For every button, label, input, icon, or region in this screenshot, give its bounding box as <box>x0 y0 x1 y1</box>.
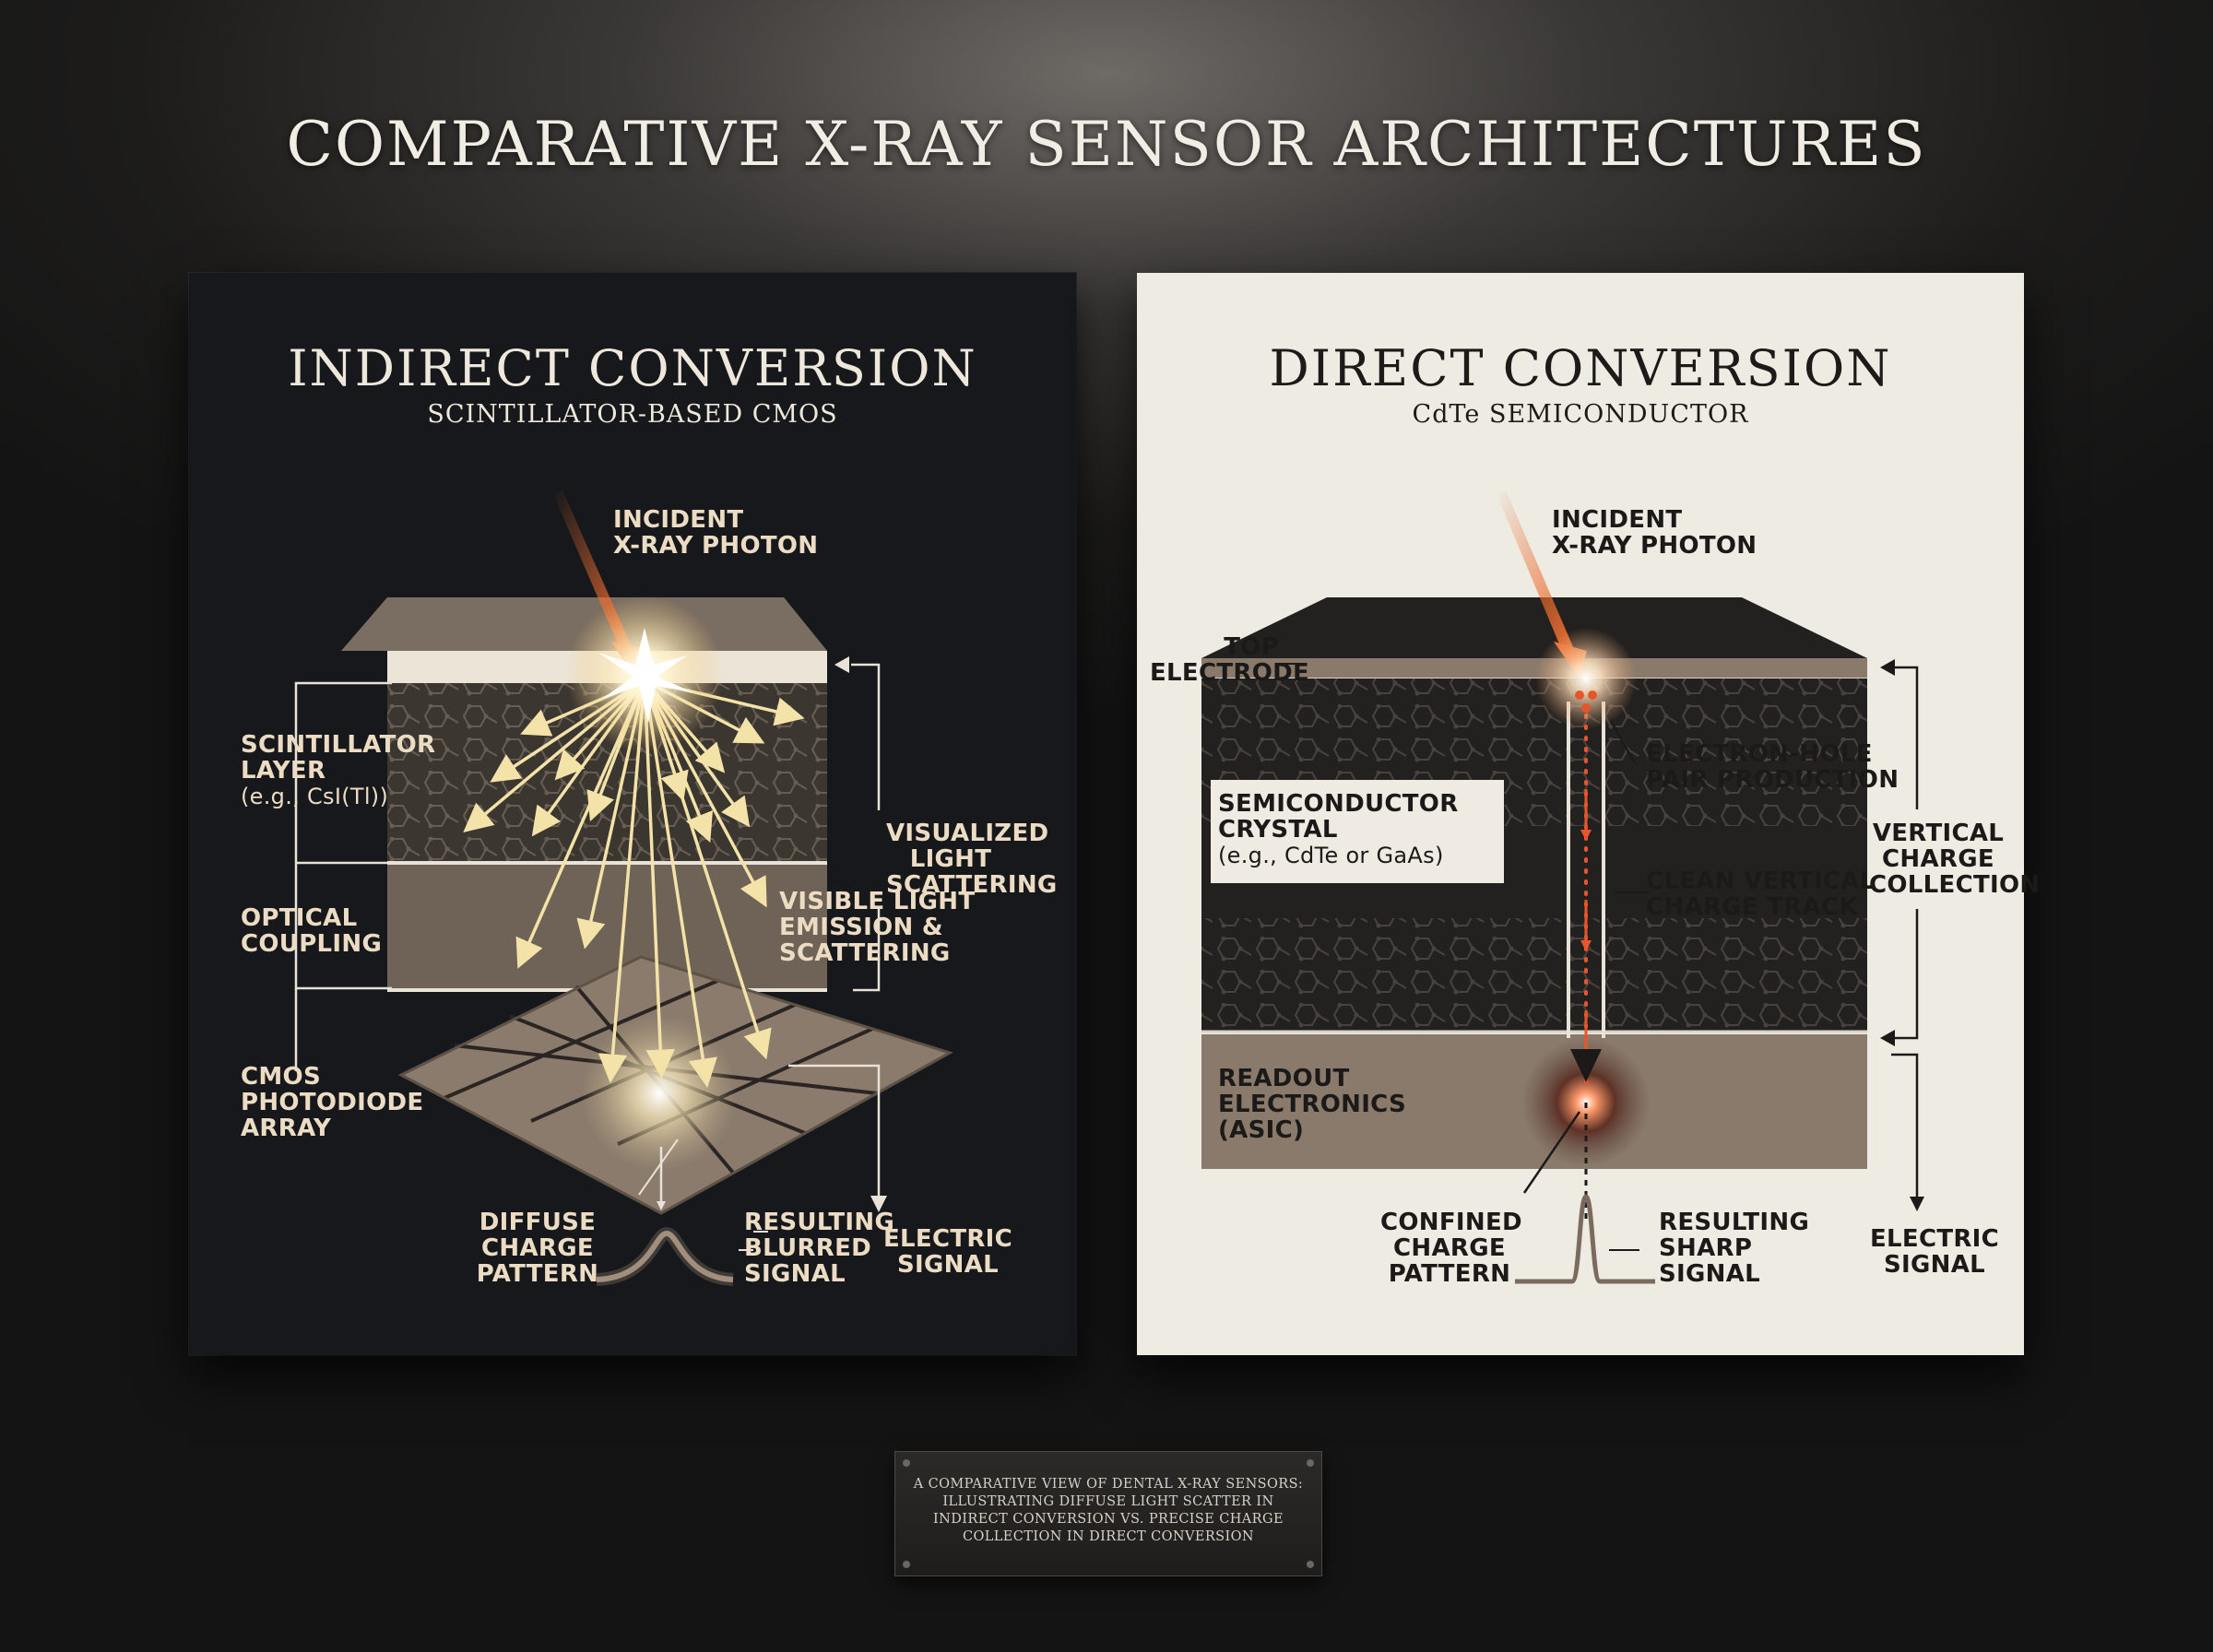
electrode-cap <box>1201 597 1867 658</box>
caption-plaque: A COMPARATIVE VIEW OF DENTAL X-RAY SENSO… <box>894 1451 1322 1576</box>
indirect-subtitle: SCINTILLATOR-BASED CMOS <box>427 400 838 429</box>
plaque-screw <box>1307 1561 1314 1568</box>
scattering-bracket <box>788 663 887 1212</box>
blurred-signal-curve <box>596 1230 734 1282</box>
plaque-screw <box>1307 1459 1314 1467</box>
optical-coupling-layer <box>387 865 827 988</box>
plaque-screw <box>903 1459 910 1467</box>
indirect-conversion-panel: INDIRECT CONVERSION SCINTILLATOR-BASED C… <box>189 273 1076 1355</box>
vertical-collection-bracket <box>1891 666 1924 1211</box>
crystal-label-box <box>1211 780 1504 883</box>
left-bracket <box>294 681 392 1071</box>
diffuse-pointer <box>638 1139 679 1196</box>
main-title: COMPARATIVE X-RAY SENSOR ARCHITECTURES <box>286 109 1927 180</box>
electron-hole-pointer <box>1609 720 1637 764</box>
top-electrode-layer <box>1201 658 1867 678</box>
photon-impact-flash <box>1535 628 1637 729</box>
incident-ray-direct <box>1497 490 1574 653</box>
direct-title: DIRECT CONVERSION <box>1269 339 1892 397</box>
direct-subtitle: CdTe SEMICONDUCTOR <box>1412 400 1749 429</box>
sharp-signal-curve <box>1515 1194 1655 1284</box>
indirect-title: INDIRECT CONVERSION <box>288 339 977 397</box>
caption-text: A COMPARATIVE VIEW OF DENTAL X-RAY SENSO… <box>913 1477 1304 1544</box>
plaque-screw <box>903 1561 910 1568</box>
direct-conversion-panel: DIRECT CONVERSION CdTe SEMICONDUCTOR INC… <box>1137 273 2041 1355</box>
indirect-diagram <box>294 490 953 1286</box>
confined-pointer <box>1522 1111 1581 1194</box>
